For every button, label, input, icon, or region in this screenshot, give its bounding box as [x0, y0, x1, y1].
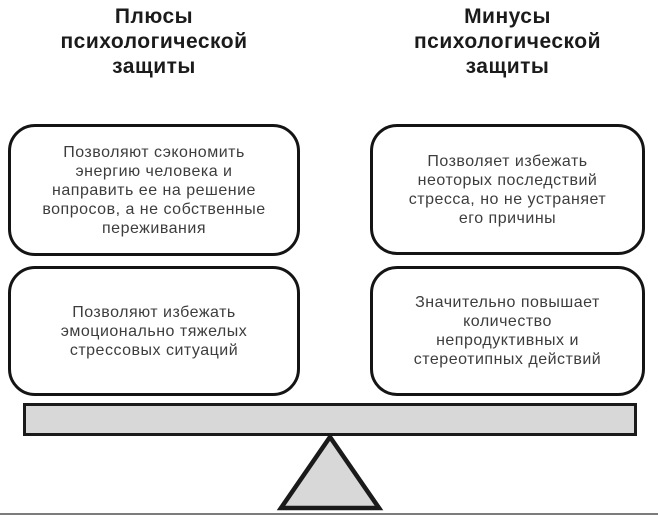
cons-box-1: Позволяет избежать неоторых последствий … — [370, 124, 645, 255]
fulcrum-triangle-icon — [276, 434, 384, 511]
balance-beam — [23, 403, 637, 436]
pros-box-1: Позволяют сэкономить энергию человека и … — [8, 124, 300, 256]
cons-column-title: Минусы психологической защиты — [413, 5, 602, 78]
pros-box-2: Позволяют избежать эмоционально тяжелых … — [8, 266, 300, 396]
bottom-baseline — [0, 513, 658, 515]
cons-box-2: Значительно повышает количество непродук… — [370, 266, 645, 396]
cons-box-2-text: Значительно повышает количество непродук… — [413, 294, 602, 368]
cons-box-1-text: Позволяет избежать неоторых последствий … — [408, 152, 607, 227]
pros-box-1-text: Позволяют сэкономить энергию человека и … — [42, 143, 266, 237]
pros-box-2-text: Позволяют избежать эмоционально тяжелых … — [60, 303, 248, 359]
pros-column-title: Плюсы психологической защиты — [60, 5, 248, 78]
